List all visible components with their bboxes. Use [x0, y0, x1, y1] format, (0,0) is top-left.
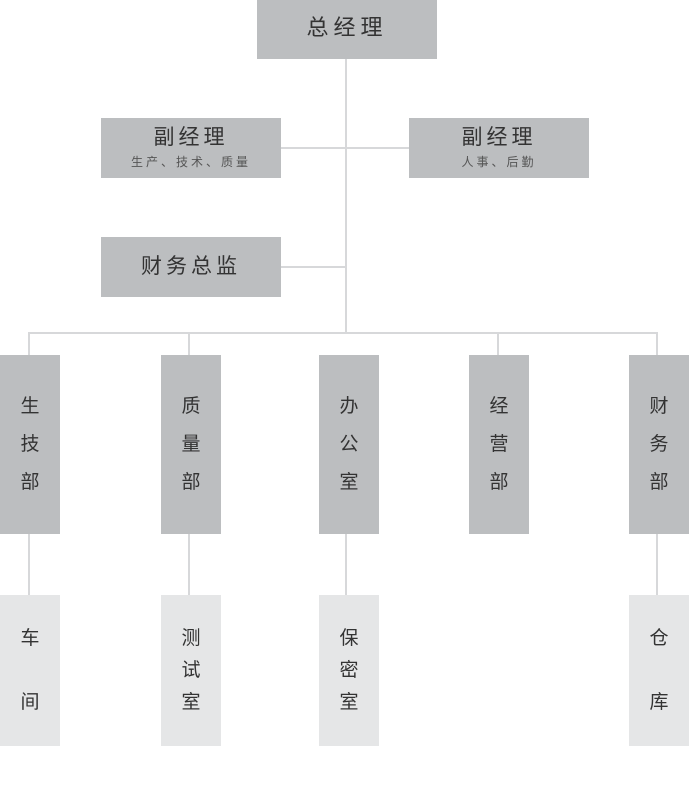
subunit-char: 间	[20, 691, 40, 713]
department-char: 量	[181, 433, 201, 455]
department-char: 质	[181, 395, 201, 417]
drop-line-dept-5	[656, 333, 658, 355]
department-char: 公	[339, 433, 359, 455]
deputy-manager-right-box: 副经理 人事、后勤	[409, 118, 589, 178]
subunit-box-test-room: 测 试 室	[161, 595, 221, 746]
subunit-char: 试	[181, 659, 201, 681]
deputy-manager-right-duties: 人事、后勤	[461, 155, 537, 170]
subunit-char: 室	[339, 691, 359, 713]
drop-line-dept-1	[28, 333, 30, 355]
subunit-char: 仓	[649, 627, 669, 649]
drop-line-dept-2	[188, 333, 190, 355]
department-box-office: 办 公 室	[319, 355, 379, 534]
deputy-manager-left-box: 副经理 生产、技术、质量	[101, 118, 281, 178]
subunit-char: 密	[339, 659, 359, 681]
deputy-manager-left-duties: 生产、技术、质量	[130, 155, 251, 170]
subunit-box-warehouse: 仓 库	[629, 595, 689, 746]
subunit-char: 保	[339, 627, 359, 649]
department-char: 室	[339, 471, 359, 493]
sub-line-dept-5	[656, 534, 658, 595]
department-char: 经	[489, 395, 509, 417]
department-box-quality: 质 量 部	[161, 355, 221, 534]
trunk-line	[345, 59, 347, 333]
department-box-business: 经 营 部	[469, 355, 529, 534]
sub-line-dept-1	[28, 534, 30, 595]
department-bus-line	[28, 332, 658, 334]
sub-line-dept-3	[345, 534, 347, 595]
subunit-char: 测	[181, 627, 201, 649]
department-char: 部	[649, 471, 669, 493]
drop-line-dept-4	[497, 333, 499, 355]
department-char: 部	[181, 471, 201, 493]
department-char: 营	[489, 433, 509, 455]
department-box-production-tech: 生 技 部	[0, 355, 60, 534]
sub-line-dept-2	[188, 534, 190, 595]
finance-director-box: 财务总监	[101, 237, 281, 297]
connector-deputy-left	[281, 147, 346, 149]
department-char: 财	[649, 395, 669, 417]
department-char: 办	[339, 395, 359, 417]
subunit-box-confidential-room: 保 密 室	[319, 595, 379, 746]
subunit-char: 室	[181, 691, 201, 713]
general-manager-label: 总经理	[306, 16, 388, 42]
connector-finance-director	[281, 266, 346, 268]
subunit-box-workshop: 车 间	[0, 595, 60, 746]
deputy-manager-left-label: 副经理	[153, 124, 229, 149]
subunit-char: 库	[649, 691, 669, 713]
department-char: 部	[20, 471, 40, 493]
connector-deputy-right	[346, 147, 409, 149]
department-char: 务	[649, 433, 669, 455]
department-char: 技	[20, 433, 40, 455]
deputy-manager-right-label: 副经理	[461, 124, 537, 149]
general-manager-box: 总经理	[257, 0, 437, 59]
department-char: 生	[20, 395, 40, 417]
department-box-finance: 财 务 部	[629, 355, 689, 534]
department-char: 部	[489, 471, 509, 493]
finance-director-label: 财务总监	[141, 254, 241, 279]
subunit-char: 车	[20, 627, 40, 649]
